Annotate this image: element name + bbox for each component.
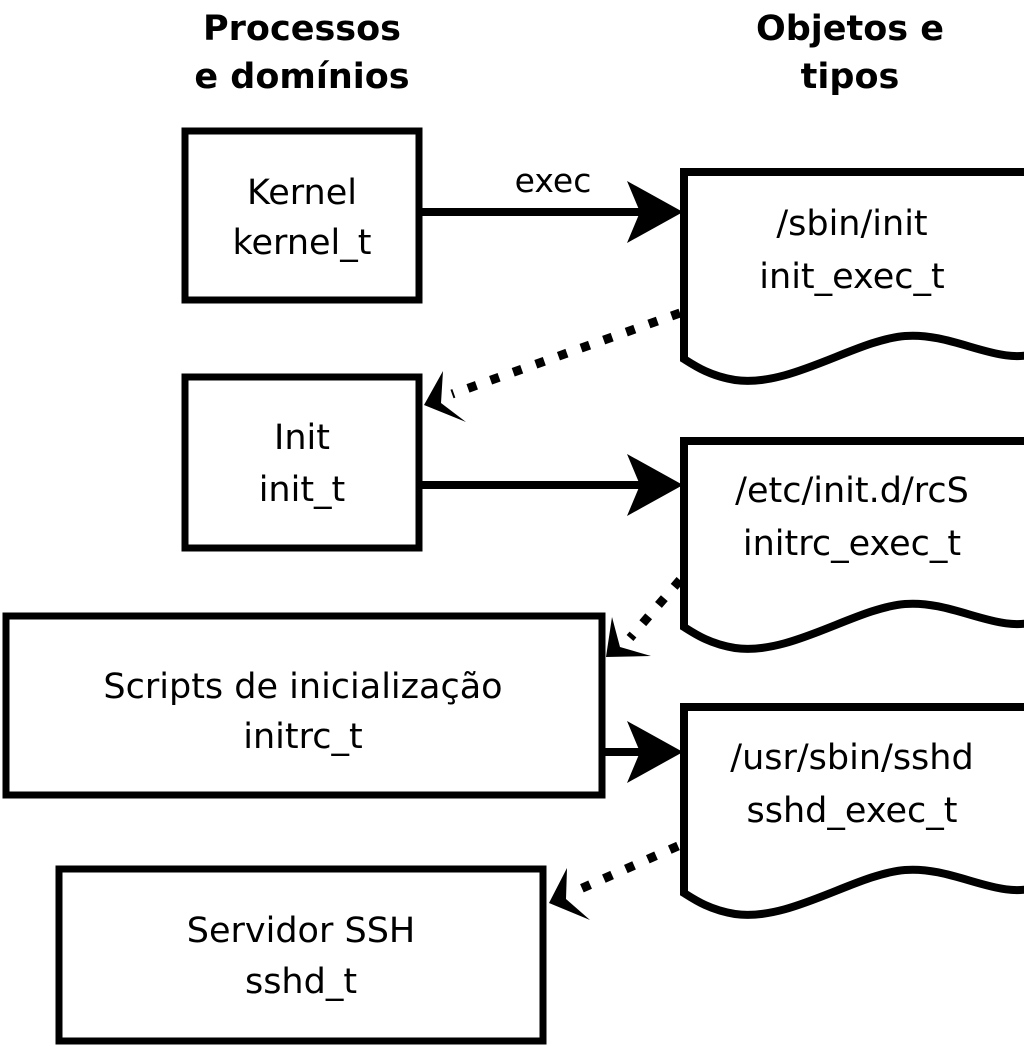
edge-kernel-exec-init-arrowhead [627,181,683,243]
node-init-exec-document-shape[interactable] [680,168,1024,385]
node-init[interactable]: Init init_t [181,373,423,552]
column-header-objects-line1: Objetos e [756,9,944,49]
edge-initrcexec-transition-initrc [606,577,684,657]
node-initrc-exec[interactable]: /etc/init.d/rcS initrc_exec_t [680,437,1024,653]
node-kernel-line2: kernel_t [233,223,372,263]
node-init-exec-line2: init_exec_t [759,257,944,297]
node-sshd-exec[interactable]: /usr/sbin/sshd sshd_exec_t [680,703,1024,919]
edge-initrc-exec-sshd-arrowhead [627,721,683,783]
edge-label-exec: exec [515,161,592,200]
node-sshd-exec-line2: sshd_exec_t [747,791,958,831]
edge-initexec-transition-init-line [450,308,682,399]
column-header-objects: Objetos e tipos [756,9,944,97]
node-kernel[interactable]: Kernel kernel_t [181,127,423,304]
node-init-line1: Init [274,418,330,458]
node-sshd-exec-document-shape[interactable] [680,703,1024,919]
node-sshd-line2: sshd_t [245,962,357,1002]
node-initrc-line2: initrc_t [243,717,362,757]
edge-initexec-transition-init [424,308,682,422]
node-init-box[interactable] [181,373,423,552]
node-initrc-exec-line1: /etc/init.d/rcS [735,471,969,511]
node-sshd[interactable]: Servidor SSH sshd_t [55,865,547,1045]
column-header-processes-line1: Processos [203,9,401,49]
edge-initrcexec-transition-initrc-arrowhead [606,617,651,657]
column-header-processes: Processos e domínios [194,9,409,97]
node-init-line2: init_t [259,470,346,510]
node-initrc-exec-line2: initrc_exec_t [743,524,961,564]
column-header-processes-line2: e domínios [194,57,409,97]
edge-initexec-transition-init-arrowhead [424,371,466,422]
edge-init-exec-initrc [422,454,683,516]
node-kernel-box[interactable] [181,127,423,304]
node-init-exec[interactable]: /sbin/init init_exec_t [680,168,1024,385]
edge-sshdexec-transition-sshd-arrowhead [549,868,590,920]
node-sshd-exec-line1: /usr/sbin/sshd [730,738,973,778]
edge-sshdexec-transition-sshd [549,841,680,920]
edge-initrc-exec-sshd [605,721,683,783]
column-header-objects-line2: tipos [801,57,900,97]
edge-kernel-exec-init: exec [422,161,683,243]
node-initrc-box[interactable] [2,612,606,799]
node-initrc-exec-document-shape[interactable] [680,437,1024,653]
edge-sshdexec-transition-sshd-line [576,841,680,895]
edge-init-exec-initrc-arrowhead [627,454,683,516]
node-init-exec-line1: /sbin/init [776,204,927,244]
node-sshd-box[interactable] [55,865,547,1045]
node-initrc[interactable]: Scripts de inicialização initrc_t [2,612,606,799]
edge-initrcexec-transition-initrc-line [626,577,684,641]
node-initrc-line1: Scripts de inicialização [103,667,502,707]
node-sshd-line1: Servidor SSH [187,911,415,951]
node-kernel-line1: Kernel [247,173,357,213]
